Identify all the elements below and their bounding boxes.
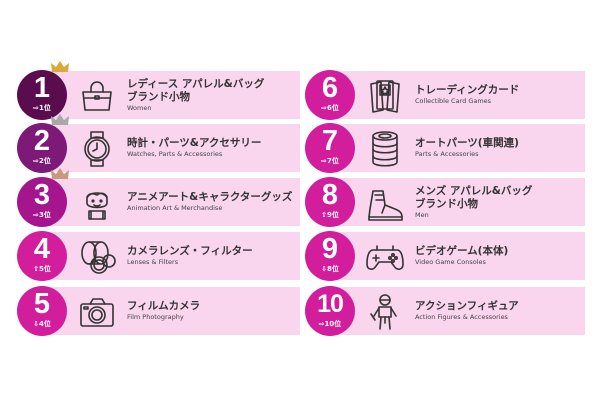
category-title-en: Women (127, 103, 152, 112)
category-title-en: Action Figures & Accessories (415, 313, 508, 321)
rank-number: 2 (33, 125, 51, 157)
rank-number: 4 (33, 233, 51, 265)
category-title-en: Parts & Accessories (415, 150, 479, 158)
ranking-row: 3 ⇨3位 アニメアート&キャラクターグッズ Animation Art & M… (17, 168, 300, 227)
previous-rank: ⇨7位 (321, 157, 339, 165)
ranking-card (39, 287, 300, 335)
category-title-en: Animation Art & Merchandise (127, 204, 223, 212)
previous-rank: ⇧9位 (321, 211, 339, 219)
ranking-row: 2 ⇨2位 時計・パーツ&アクセサリー Watches, Parts & Acc… (17, 114, 300, 173)
previous-rank: ⇨10位 (318, 320, 342, 328)
ranking-card (39, 124, 300, 172)
category-title-jp: アニメアート&キャラクターグッズ (127, 191, 293, 203)
ranking-row: 1 ⇨1位 レディース アパレル&バッグ ブランド小物 Women (17, 61, 300, 120)
sneaker-icon (365, 183, 405, 223)
rank-badge: 10 ⇨10位 (305, 286, 355, 336)
rank-badge: 7 ⇨7位 (305, 123, 355, 173)
previous-rank: ⇩4位 (33, 320, 51, 328)
category-title-en: Video Game Consoles (415, 258, 486, 266)
crown-icon (50, 59, 70, 73)
gamepad-icon (365, 237, 405, 277)
rank-number: 3 (33, 179, 51, 211)
rank-badge: 8 ⇧9位 (305, 177, 355, 227)
category-title-jp: ビデオゲーム(本体) (415, 245, 509, 257)
ranking-row: 6 ⇨6位 トレーディングカード Collectible Card Games (305, 70, 585, 120)
rank-number: 8 (321, 179, 339, 211)
previous-rank: ⇨6位 (321, 104, 339, 112)
ranking-row: 7 ⇨7位 オートパーツ(車関連) Parts & Accessories (305, 123, 585, 173)
previous-rank: ⇧5位 (33, 265, 51, 273)
rank-badge: 6 ⇨6位 (305, 70, 355, 120)
tires-icon (365, 129, 405, 169)
rank-badge: 9 ⇩8位 (305, 231, 355, 281)
category-title-jp: メンズ アパレル&バッグ ブランド小物 (415, 184, 533, 210)
rank-badge: 4 ⇧5位 (17, 231, 67, 281)
character-icon (77, 183, 117, 223)
previous-rank: ⇨3位 (33, 211, 51, 219)
ranking-row: 10 ⇨10位 アクションフィギュア Action Figures & Acce… (305, 286, 585, 336)
ranking-card (39, 178, 300, 226)
previous-rank: ⇩8位 (321, 265, 339, 273)
cards-icon (365, 76, 405, 116)
rank-number: 10 (317, 290, 344, 318)
previous-rank: ⇨2位 (33, 157, 51, 165)
camera-icon (77, 292, 117, 332)
category-title-en: Film Photography (127, 313, 184, 321)
ranking-card (327, 124, 585, 172)
ranking-card (327, 287, 585, 335)
rank-badge: 5 ⇩4位 (17, 286, 67, 336)
rank-number: 1 (33, 72, 51, 104)
handbag-icon (77, 76, 117, 116)
crown-icon (50, 112, 70, 126)
rank-number: 6 (321, 72, 339, 104)
ranking-row: 5 ⇩4位 フィルムカメラ Film Photography (17, 286, 300, 336)
previous-rank: ⇨1位 (33, 104, 51, 112)
ranking-card (327, 178, 585, 226)
ranking-card (327, 71, 585, 119)
rank-number: 9 (321, 233, 339, 265)
ranking-row: 9 ⇩8位 ビデオゲーム(本体) Video Game Consoles (305, 231, 585, 281)
category-title-en: Lenses & Filters (127, 258, 179, 266)
category-title-en: Men (415, 210, 429, 219)
robot-figure-icon (365, 292, 405, 332)
watch-icon (77, 129, 117, 169)
ranking-row: 4 ⇧5位 カメラレンズ・フィルター Lenses & Filters (17, 231, 300, 281)
category-title-jp: フィルムカメラ (127, 300, 201, 312)
category-title-en: Watches, Parts & Accessories (127, 150, 223, 158)
category-title-jp: レディース アパレル&バッグ ブランド小物 (127, 77, 265, 103)
category-title-jp: オートパーツ(車関連) (415, 137, 519, 149)
crown-icon (50, 166, 70, 180)
category-title-en: Collectible Card Games (415, 97, 492, 105)
rank-badge: 2 ⇨2位 (17, 123, 67, 173)
rank-badge: 1 ⇨1位 (17, 70, 67, 120)
category-title-jp: アクションフィギュア (415, 300, 519, 312)
category-title-jp: 時計・パーツ&アクセサリー (127, 137, 262, 149)
camera-lens-icon (77, 237, 117, 277)
ranking-card (327, 232, 585, 280)
rank-badge: 3 ⇨3位 (17, 177, 67, 227)
category-title-jp: トレーディングカード (415, 84, 520, 96)
rank-number: 5 (33, 288, 51, 320)
ranking-card (39, 71, 300, 119)
rank-number: 7 (321, 125, 339, 157)
category-title-jp: カメラレンズ・フィルター (127, 245, 253, 257)
ranking-row: 8 ⇧9位 メンズ アパレル&バッグ ブランド小物 Men (305, 177, 585, 227)
